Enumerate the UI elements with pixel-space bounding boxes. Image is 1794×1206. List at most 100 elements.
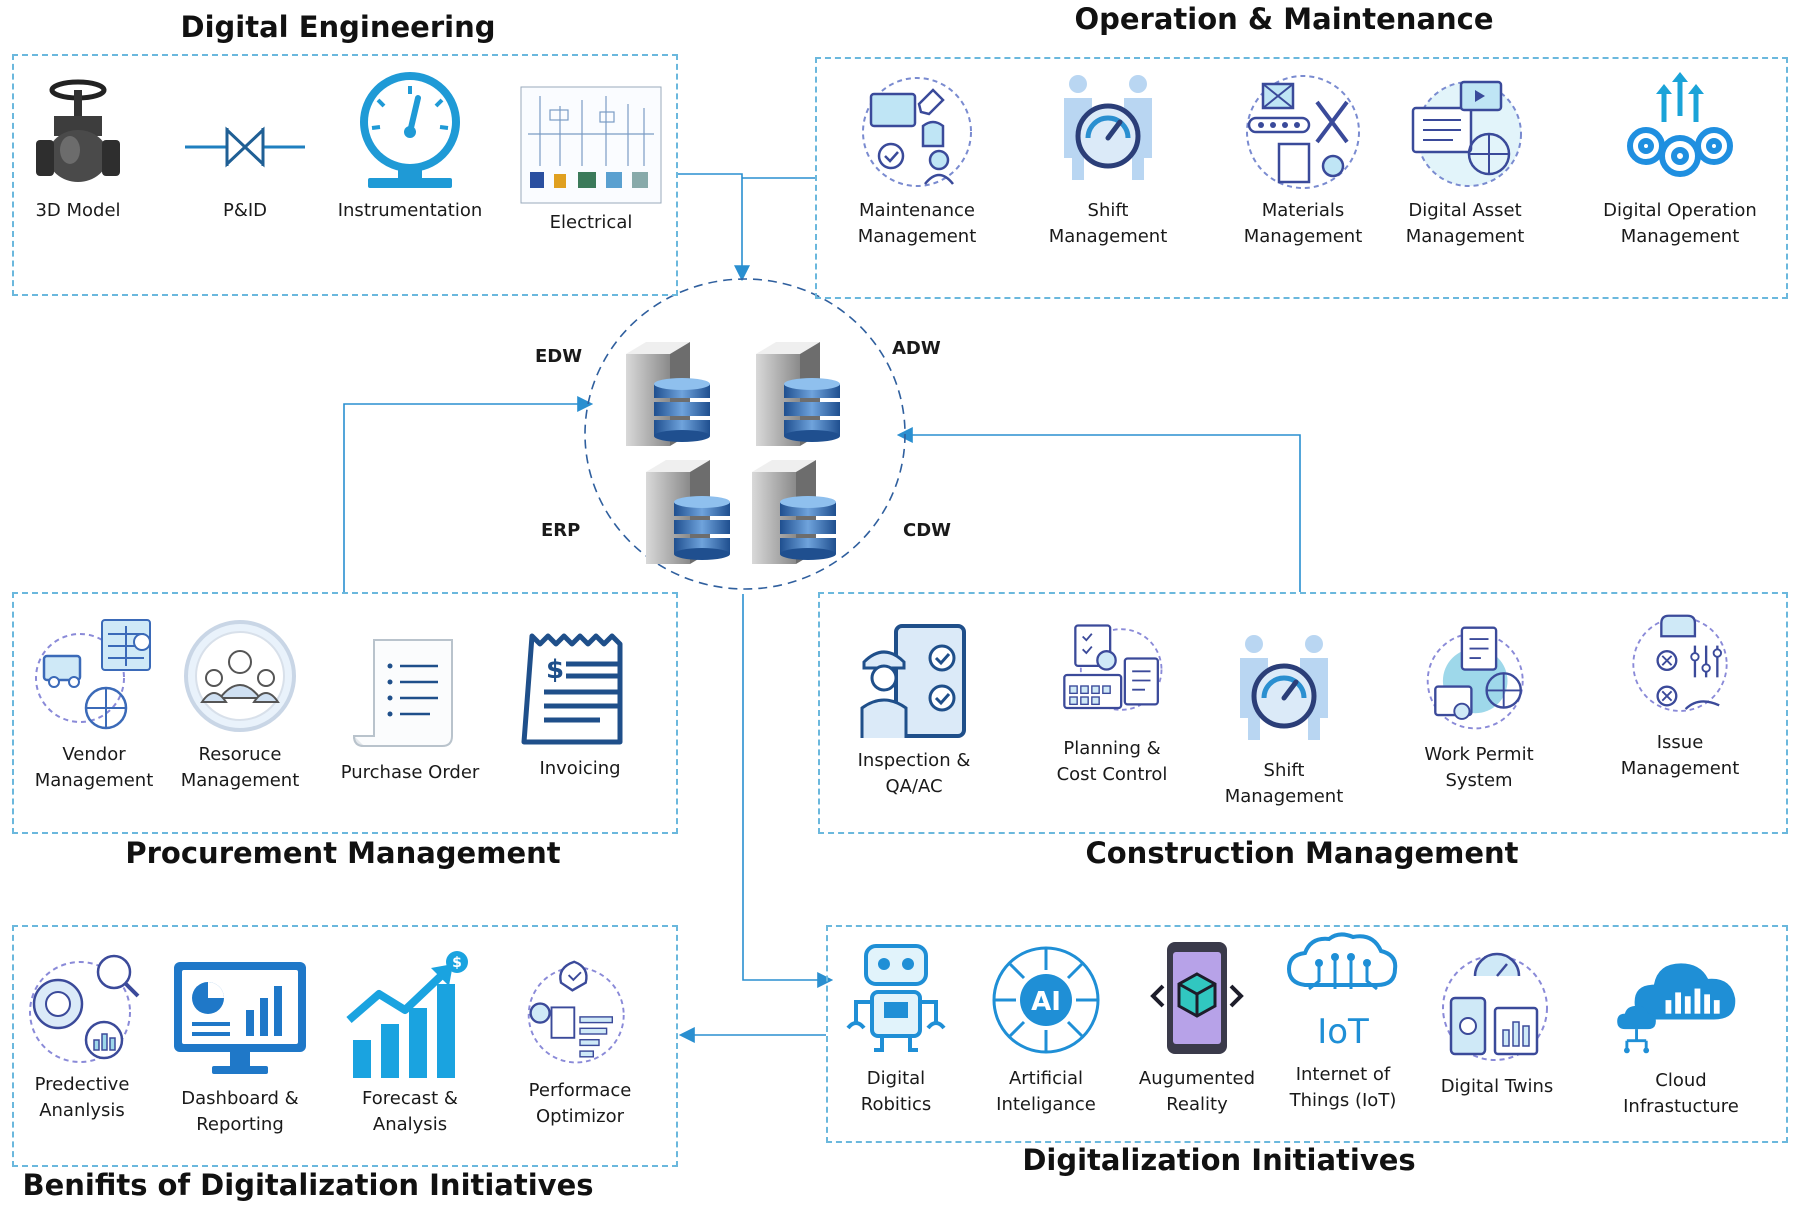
item-inspection-qa: Inspection & QA/AC: [839, 622, 989, 800]
dashboard-monitor-icon: [174, 962, 306, 1074]
item-shift-management-om: Shift Management: [1033, 72, 1183, 250]
item-work-permit-system: Work Permit System: [1404, 622, 1554, 794]
title-benefits: Benifits of Digitalization Initiatives: [22, 1168, 594, 1202]
item-artificial-intelligence: AI Artificial Inteligance: [971, 940, 1121, 1118]
pressure-gauge-icon: [360, 72, 460, 188]
item-vendor-management: Vendor Management: [19, 616, 169, 794]
item-label: Predective Ananlysis: [34, 1074, 130, 1121]
server-adw-icon: [756, 342, 840, 446]
gears-arrows-icon: [1627, 72, 1733, 177]
item-label: Dashboard & Reporting: [181, 1088, 299, 1135]
item-label: Materials Management: [1243, 200, 1363, 247]
section-benefits: [12, 925, 678, 1167]
section-operation-maintenance: [815, 57, 1788, 299]
digital-twin-icon: [1442, 952, 1548, 1061]
inspection-checklist-icon: [860, 624, 966, 738]
item-label: 3D Model: [35, 200, 121, 221]
shift-gauge-icon: [1240, 635, 1328, 740]
item-dashboard-reporting: Dashboard & Reporting: [165, 960, 315, 1138]
item-pid: P&ID: [170, 72, 320, 224]
item-issue-management: Issue Management: [1605, 612, 1755, 782]
item-label: Digital Operation Management: [1603, 200, 1757, 247]
item-predictive-analysis: Predective Ananlysis: [7, 946, 157, 1124]
item-digital-twins: Digital Twins: [1422, 944, 1572, 1100]
item-digital-robotics: Digital Robitics: [821, 940, 971, 1118]
ai-brain-icon: AI: [992, 946, 1100, 1054]
forecast-growth-icon: $: [346, 951, 468, 1078]
planning-calendar-icon: [1063, 624, 1163, 711]
robot-icon: [846, 944, 946, 1052]
item-label: Digital Robitics: [860, 1068, 932, 1115]
cloud-infrastructure-icon: [1617, 963, 1736, 1054]
item-cloud-infrastructure: Cloud Infrastucture: [1596, 946, 1766, 1120]
item-label: Digital Twins: [1440, 1076, 1554, 1097]
item-3d-model: 3D Model: [3, 72, 153, 224]
maintenance-icon: [862, 77, 972, 187]
materials-icon: [1246, 75, 1360, 189]
section-initiatives: [826, 925, 1788, 1143]
svg-text:AI: AI: [1031, 987, 1061, 1017]
digital-asset-icon: [1411, 80, 1522, 187]
item-label: Resoruce Management: [180, 744, 300, 791]
title-digital-engineering: Digital Engineering: [180, 10, 496, 44]
item-label: Invoicing: [539, 758, 621, 779]
item-purchase-order: Purchase Order: [335, 634, 485, 786]
db-label-edw: EDW: [535, 346, 583, 367]
item-label: Shift Management: [1048, 200, 1168, 247]
db-label-cdw: CDW: [903, 520, 952, 541]
section-procurement: [12, 592, 678, 834]
server-edw-icon: [626, 342, 710, 446]
item-label: Inspection & QA/AC: [857, 750, 971, 797]
item-shift-management-cm: Shift Management: [1209, 632, 1359, 810]
item-label: Instrumentation: [337, 200, 483, 221]
ar-phone-icon: [1150, 942, 1244, 1054]
electrical-schematic-icon: [520, 86, 662, 204]
item-forecast-analysis: $ Forecast & Analysis: [335, 950, 485, 1138]
item-invoicing: $ Invoicing: [505, 630, 655, 782]
database-servers: [626, 342, 840, 564]
item-augmented-reality: Augumented Reality: [1122, 940, 1272, 1118]
server-erp-icon: [646, 460, 730, 564]
connector-engineering-to-hub: [678, 173, 750, 282]
svg-text:$: $: [546, 655, 564, 685]
iot-cloud-icon: IoT: [1286, 932, 1398, 1052]
item-label: Vendor Management: [34, 744, 154, 791]
title-procurement: Procurement Management: [125, 836, 561, 870]
item-label: P&ID: [222, 200, 268, 221]
item-instrumentation: Instrumentation: [335, 72, 485, 224]
item-label: Purchase Order: [340, 762, 480, 783]
resource-people-icon: [184, 620, 296, 732]
item-materials-management: Materials Management: [1228, 72, 1378, 250]
item-label: Work Permit System: [1424, 744, 1534, 791]
connector-procurement-to-hub: [343, 396, 594, 592]
item-label: Digital Asset Management: [1405, 200, 1525, 247]
item-label: Performace Optimizor: [528, 1080, 632, 1127]
title-initiatives: Digitalization Initiatives: [1022, 1143, 1416, 1177]
item-label: Artificial Inteligance: [996, 1068, 1096, 1115]
connector-construction-to-hub: [896, 427, 1301, 592]
item-label: Forecast & Analysis: [362, 1088, 458, 1135]
item-label: Issue Management: [1620, 732, 1740, 779]
hub-circle: [584, 278, 906, 590]
connector-hub-to-initiatives: [742, 594, 834, 988]
title-operation-maintenance: Operation & Maintenance: [1074, 2, 1494, 36]
item-digital-operation-management: Digital Operation Management: [1580, 72, 1780, 250]
server-cdw-icon: [752, 460, 836, 564]
item-label: Shift Management: [1224, 760, 1344, 807]
vendor-icon: [35, 619, 151, 730]
db-label-adw: ADW: [892, 338, 941, 359]
item-performance-optimizer: Performace Optimizor: [505, 958, 655, 1130]
performance-optimizer-icon: [527, 960, 625, 1064]
item-label: Maintenance Management: [857, 200, 977, 247]
db-label-erp: ERP: [541, 520, 581, 541]
item-iot: IoT Internet of Things (IoT): [1268, 930, 1418, 1114]
item-label: Augumented Reality: [1138, 1068, 1256, 1115]
item-digital-asset-management: Digital Asset Management: [1390, 72, 1540, 250]
svg-text:IoT: IoT: [1317, 1012, 1369, 1052]
item-label: Electrical: [549, 212, 633, 233]
svg-text:$: $: [452, 955, 462, 971]
item-maintenance-management: Maintenance Management: [842, 72, 992, 250]
item-electrical: Electrical: [516, 86, 666, 236]
